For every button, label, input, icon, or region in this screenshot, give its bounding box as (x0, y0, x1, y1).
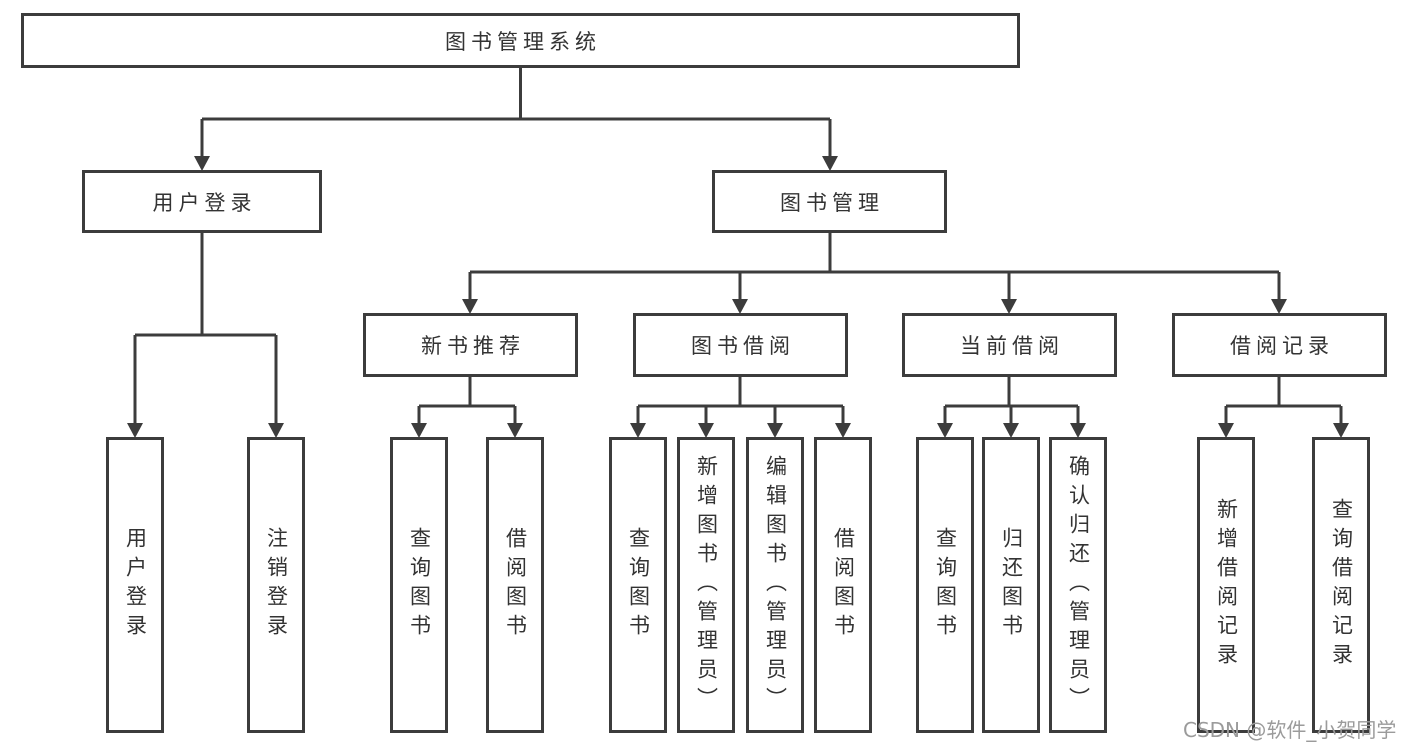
node-book-borrowing: 图书借阅 (633, 313, 848, 377)
leaf-query-books-recommendation: 查询图书 (390, 437, 448, 733)
leaf-add-book-admin: 新增图书（管理员） (677, 437, 735, 733)
leaf-logout-label: 注销登录 (264, 527, 289, 643)
leaf-borrow-books-borrowing-label: 借阅图书 (831, 527, 856, 643)
leaf-query-books-borrowing: 查询图书 (609, 437, 667, 733)
leaf-edit-book-admin: 编辑图书（管理员） (746, 437, 804, 733)
leaf-edit-book-admin-label: 编辑图书（管理员） (763, 454, 788, 716)
leaf-add-borrow-record: 新增借阅记录 (1197, 437, 1255, 733)
node-new-book-recommendation-label: 新书推荐 (421, 334, 525, 358)
leaf-borrow-books-borrowing: 借阅图书 (814, 437, 872, 733)
node-current-borrowing-label: 当前借阅 (960, 334, 1064, 358)
leaf-query-books-current: 查询图书 (916, 437, 974, 733)
leaf-query-books-borrowing-label: 查询图书 (626, 527, 651, 643)
leaf-user-login: 用户登录 (106, 437, 164, 733)
leaf-confirm-return-admin-label: 确认归还（管理员） (1066, 454, 1091, 716)
leaf-return-books-label: 归还图书 (999, 527, 1024, 643)
node-user-login-label: 用户登录 (152, 190, 257, 215)
node-book-management: 图书管理 (712, 170, 947, 233)
node-library-management-system-label: 图书管理系统 (445, 29, 601, 54)
node-current-borrowing: 当前借阅 (902, 313, 1117, 377)
node-borrowing-records-label: 借阅记录 (1230, 334, 1334, 358)
node-library-management-system: 图书管理系统 (21, 13, 1020, 68)
leaf-return-books: 归还图书 (982, 437, 1040, 733)
csdn-watermark: CSDN @软件_小贺同学 (1183, 718, 1397, 742)
leaf-add-book-admin-label: 新增图书（管理员） (694, 454, 719, 716)
node-book-management-label: 图书管理 (780, 190, 884, 215)
node-book-borrowing-label: 图书借阅 (691, 334, 795, 358)
leaf-borrow-books-recommendation: 借阅图书 (486, 437, 544, 733)
leaf-query-borrow-record-label: 查询借阅记录 (1329, 498, 1354, 672)
node-user-login: 用户登录 (82, 170, 322, 233)
leaf-confirm-return-admin: 确认归还（管理员） (1049, 437, 1107, 733)
connector-root (194, 68, 838, 171)
leaf-query-books-current-label: 查询图书 (933, 527, 958, 643)
leaf-borrow-books-recommendation-label: 借阅图书 (503, 527, 528, 643)
node-borrowing-records: 借阅记录 (1172, 313, 1387, 377)
leaf-add-borrow-record-label: 新增借阅记录 (1214, 498, 1239, 672)
leaf-user-login-label: 用户登录 (123, 527, 148, 643)
leaf-query-books-recommendation-label: 查询图书 (407, 527, 432, 643)
connector-book-management (462, 233, 1287, 314)
connector-borrowing-records (1218, 377, 1349, 438)
leaf-query-borrow-record: 查询借阅记录 (1312, 437, 1370, 733)
leaf-logout: 注销登录 (247, 437, 305, 733)
node-new-book-recommendation: 新书推荐 (363, 313, 578, 377)
connector-current-borrowing (937, 377, 1086, 438)
connector-new-book-recommendation (411, 377, 523, 438)
connector-book-borrowing (630, 377, 851, 438)
connector-user-login (127, 233, 284, 438)
